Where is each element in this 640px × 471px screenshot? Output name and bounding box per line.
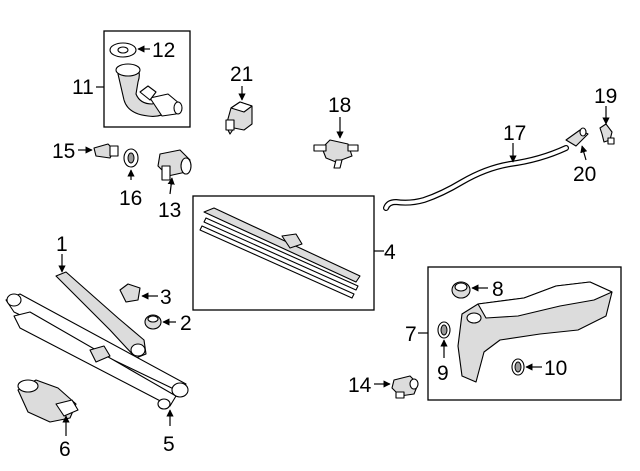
grommet-10-part[interactable] [511,358,525,376]
callout-labels: 12 11 21 18 17 19 20 15 16 13 4 1 3 2 5 … [52,39,617,461]
callout-8[interactable]: 8 [492,278,504,301]
callout-19[interactable]: 19 [594,85,617,108]
seal-9-part[interactable] [437,321,451,339]
callout-1[interactable]: 1 [56,233,68,256]
joint-19-part[interactable] [599,123,615,145]
wiper-arm-part[interactable] [55,271,147,359]
filler-neck-group [96,30,191,128]
callout-3[interactable]: 3 [160,286,172,309]
reservoir-group [418,266,622,401]
wiper-blade-group [192,195,384,311]
cap-3-part[interactable] [119,283,141,303]
gasket-part[interactable] [109,42,137,58]
wiper-blade-box [192,195,375,311]
pump-13-part[interactable] [157,149,192,181]
washer-pump-part[interactable] [391,375,419,399]
callout-12[interactable]: 12 [152,39,175,62]
callout-10[interactable]: 10 [544,357,567,380]
joint-20-part[interactable] [565,127,589,147]
callout-15[interactable]: 15 [52,140,75,163]
callout-7[interactable]: 7 [405,323,417,346]
callout-17[interactable]: 17 [503,122,526,145]
check-valve-part[interactable] [313,139,359,169]
linkage-part[interactable] [5,293,189,410]
bulb-15-part[interactable] [93,143,119,159]
washer-hose-part[interactable] [383,145,569,211]
wiper-blade-part[interactable] [199,207,361,299]
bracket-21-part[interactable] [225,101,253,135]
wiper-motor-part[interactable] [17,379,79,423]
callout-4[interactable]: 4 [384,241,396,264]
callout-11[interactable]: 11 [72,76,94,99]
filler-neck-part[interactable] [115,63,183,117]
nut-2-part[interactable] [144,314,162,330]
callout-20[interactable]: 20 [573,163,596,186]
filler-neck-box [103,30,191,128]
callout-14[interactable]: 14 [348,374,372,397]
callout-13[interactable]: 13 [158,199,181,222]
cap-8-part[interactable] [451,281,471,299]
reservoir-part[interactable] [457,281,613,383]
callout-5[interactable]: 5 [163,433,175,456]
grommet-16-part[interactable] [123,148,139,168]
callout-9[interactable]: 9 [437,362,449,385]
callout-18[interactable]: 18 [328,94,351,117]
callout-21[interactable]: 21 [230,63,253,86]
callout-6[interactable]: 6 [59,438,71,461]
callout-16[interactable]: 16 [119,187,142,210]
callout-2[interactable]: 2 [180,312,192,335]
